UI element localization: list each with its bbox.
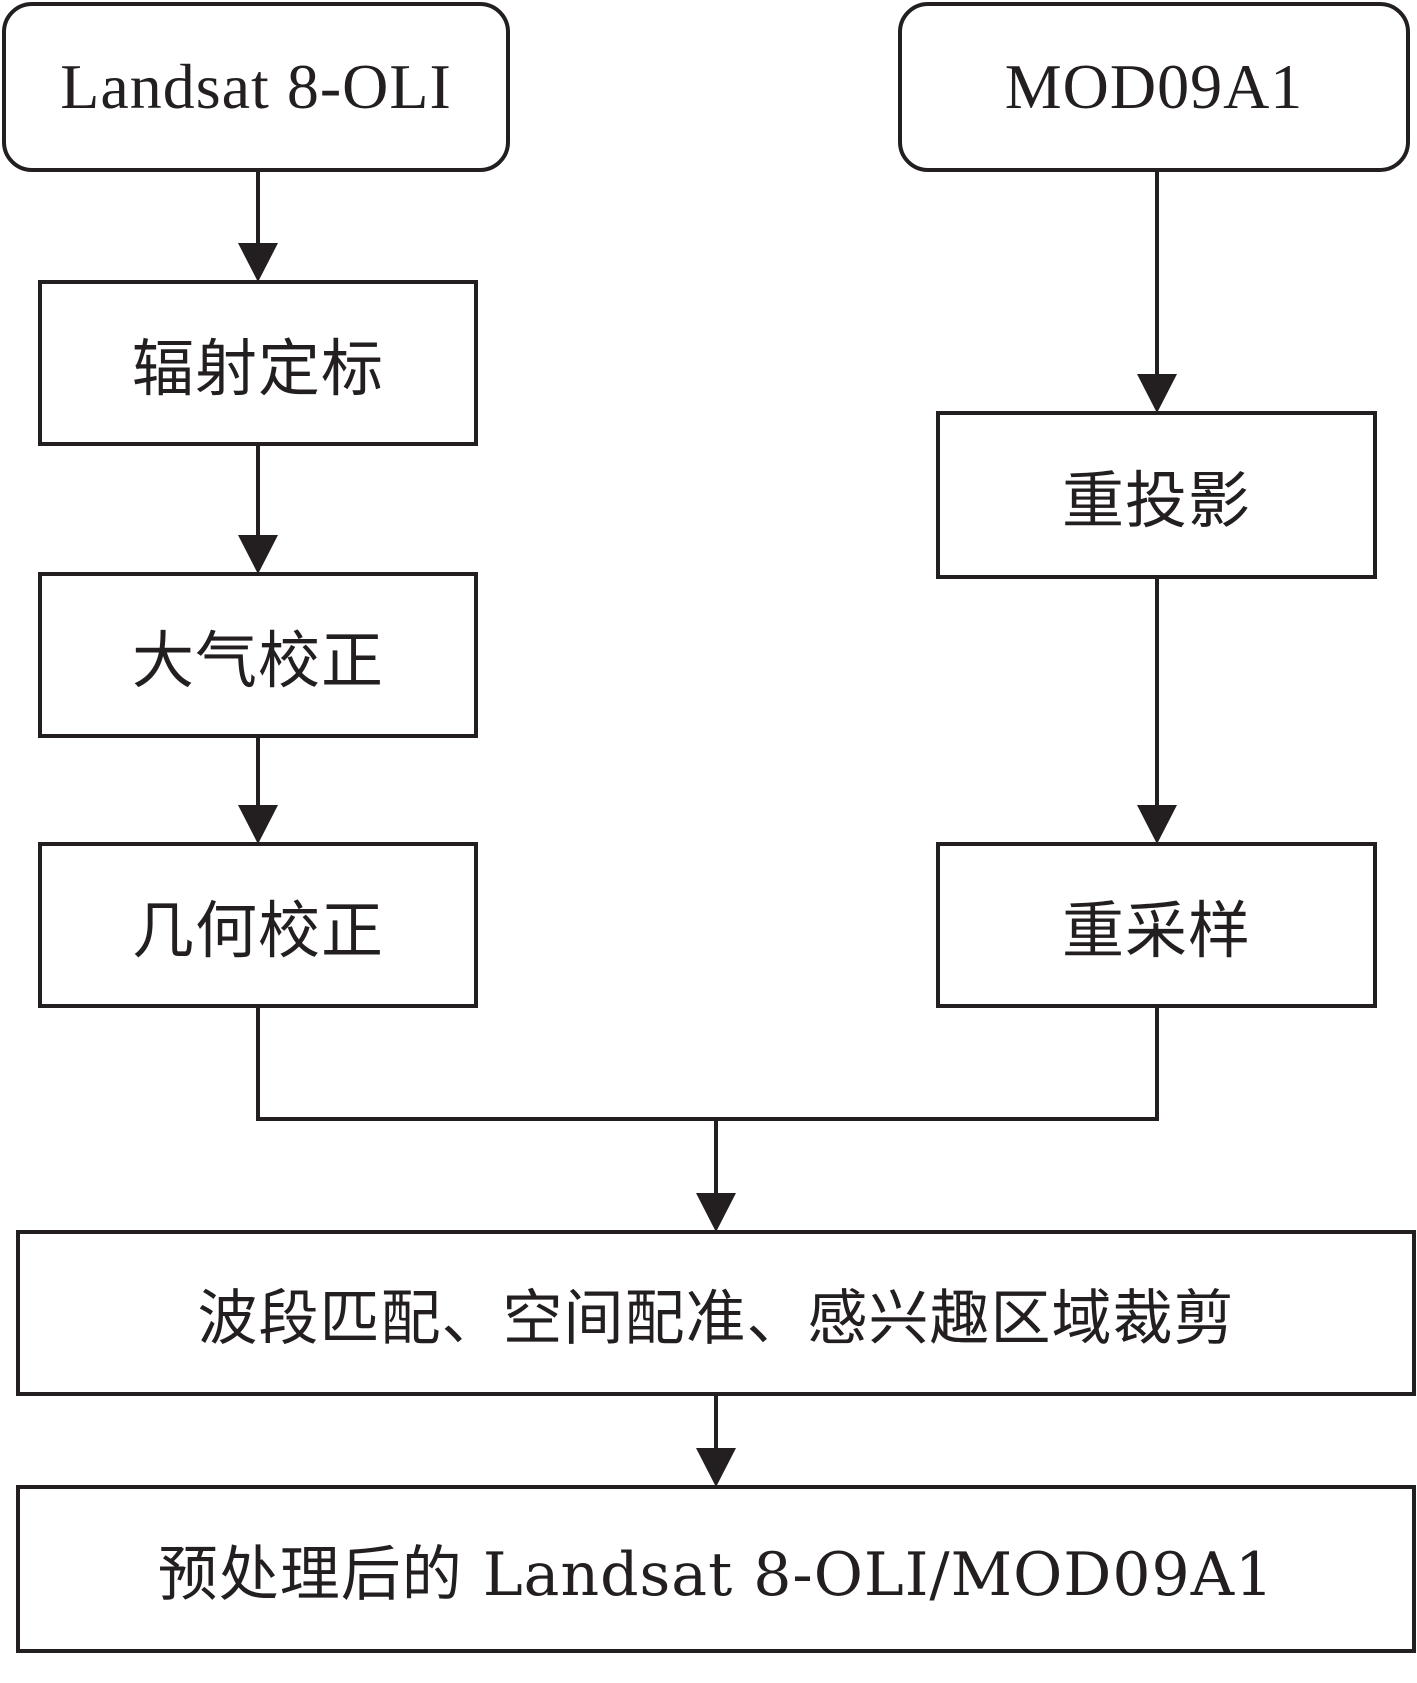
step-band-matching-registration-clipping: 波段匹配、空间配准、感兴趣区域裁剪: [16, 1230, 1416, 1396]
step-label-atmospheric: 大气校正: [131, 624, 384, 697]
arrowhead-radiometric: [238, 243, 278, 282]
arrowhead-resampling: [1137, 805, 1177, 844]
step-label-reprojection: 重投影: [1061, 464, 1251, 537]
merge-connector: [256, 1008, 1159, 1121]
step-resampling: 重采样: [936, 842, 1377, 1008]
output-node: 预处理后的 Landsat 8-OLI/MOD09A1: [16, 1485, 1416, 1653]
step-atmospheric-correction: 大气校正: [38, 572, 478, 738]
step-geometric-correction: 几何校正: [38, 842, 478, 1008]
arrowhead-output: [696, 1448, 736, 1487]
step-reprojection: 重投影: [936, 411, 1377, 579]
arrowhead-geometric: [238, 805, 278, 844]
step-label-radiometric: 辐射定标: [131, 332, 384, 405]
source-label-modis: MOD09A1: [1004, 51, 1304, 122]
step-label-geometric: 几何校正: [131, 894, 384, 967]
source-node-modis: MOD09A1: [898, 2, 1410, 172]
arrowhead-atmospheric: [238, 535, 278, 574]
step-label-merge: 波段匹配、空间配准、感兴趣区域裁剪: [197, 1283, 1235, 1354]
step-radiometric-calibration: 辐射定标: [38, 280, 478, 446]
output-label: 预处理后的 Landsat 8-OLI/MOD09A1: [157, 1539, 1275, 1610]
source-node-landsat: Landsat 8-OLI: [2, 2, 510, 172]
arrowhead-reprojection: [1137, 374, 1177, 413]
step-label-resampling: 重采样: [1061, 894, 1251, 967]
source-label-landsat: Landsat 8-OLI: [60, 51, 452, 122]
arrowhead-processing: [696, 1193, 736, 1232]
